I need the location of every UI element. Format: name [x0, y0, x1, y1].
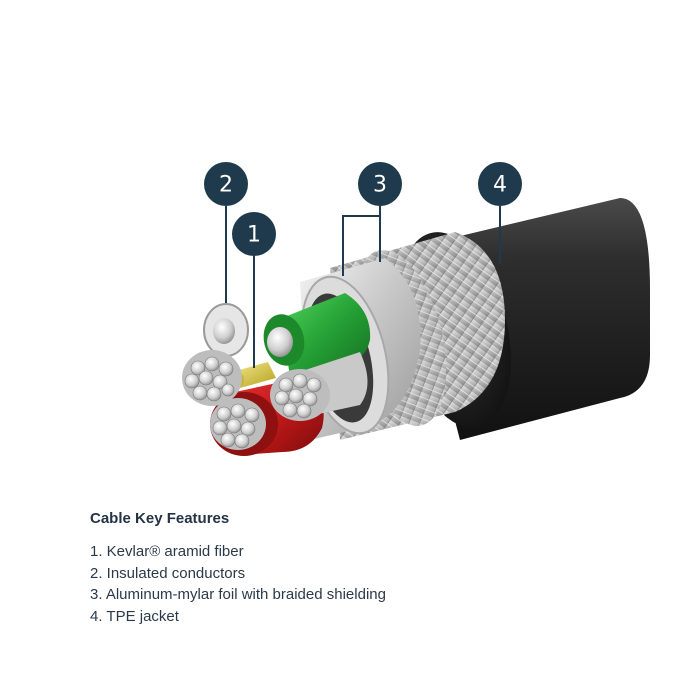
legend-item-2: 2. Insulated conductors: [90, 564, 246, 582]
callout-4: 4: [478, 162, 522, 206]
callout-3-number: 3: [373, 173, 387, 198]
callout-1-number: 1: [247, 223, 261, 248]
callout-1: 1: [232, 212, 276, 256]
stranded-wire-left: [182, 350, 242, 406]
legend-item-1: 1. Kevlar® aramid fiber: [90, 543, 244, 560]
leader-line-3: [342, 215, 381, 276]
stranded-wire-right: [270, 352, 368, 421]
callout-2-number: 2: [219, 173, 233, 198]
legend-item-3: 3. Aluminum-mylar foil with braided shie…: [90, 586, 386, 603]
stranded-wire-bottom: [210, 398, 266, 450]
callout-4-number: 4: [493, 173, 507, 198]
legend-title: Cable Key Features: [90, 510, 230, 527]
callout-2: 2: [204, 162, 248, 206]
legend-list: 1. Kevlar® aramid fiber 2. Insulated con…: [90, 541, 650, 627]
legend-item-4: 4. TPE jacket: [90, 607, 179, 625]
features-legend: Cable Key Features 1. Kevlar® aramid fib…: [90, 510, 650, 627]
callout-leaders: [225, 206, 501, 368]
small-insulated-conductor: [203, 303, 249, 357]
callout-3: 3: [358, 162, 402, 206]
